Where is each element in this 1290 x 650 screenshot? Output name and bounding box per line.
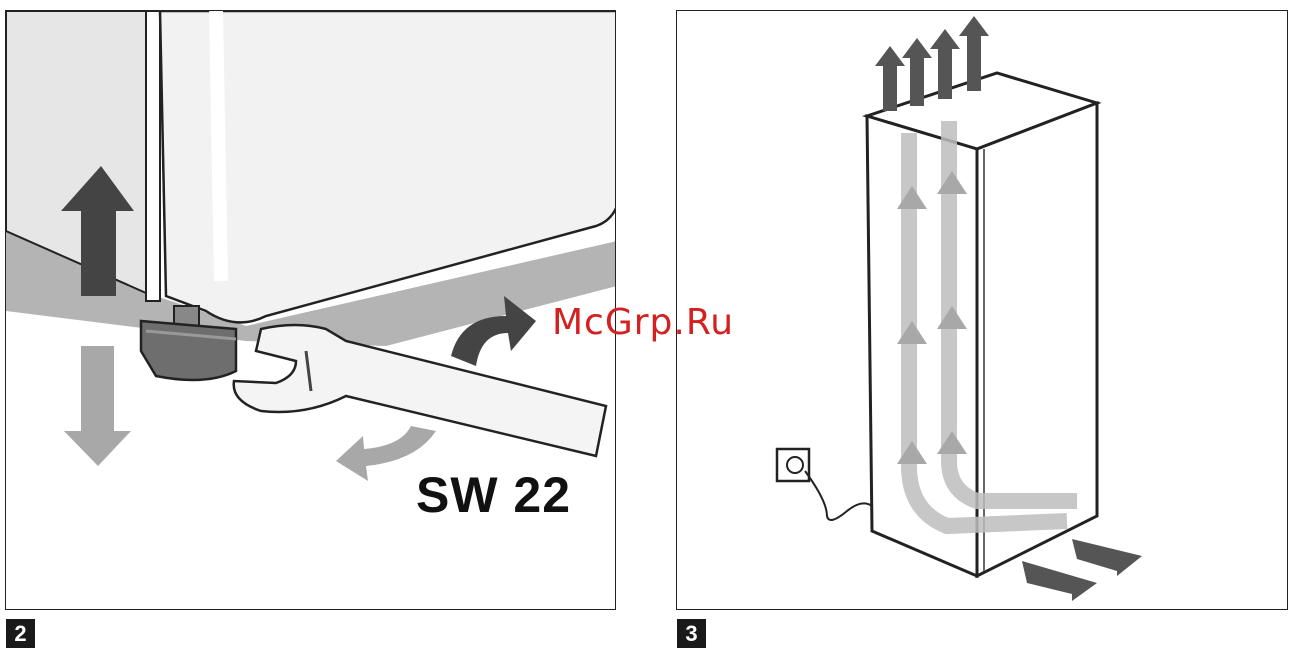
air-circulation-illustration bbox=[677, 11, 1288, 610]
wrench-size-label: SW 22 bbox=[416, 466, 571, 524]
intake-arrows-icon bbox=[1022, 539, 1142, 601]
watermark: McGrp.Ru bbox=[552, 302, 734, 343]
figure-number-3: 3 bbox=[677, 619, 706, 648]
figure-3-panel bbox=[676, 10, 1288, 610]
figure-number-2: 2 bbox=[6, 619, 35, 648]
power-cable bbox=[805, 471, 872, 520]
figure-2-panel: SW 22 bbox=[5, 10, 616, 610]
adjustable-foot bbox=[141, 321, 236, 380]
